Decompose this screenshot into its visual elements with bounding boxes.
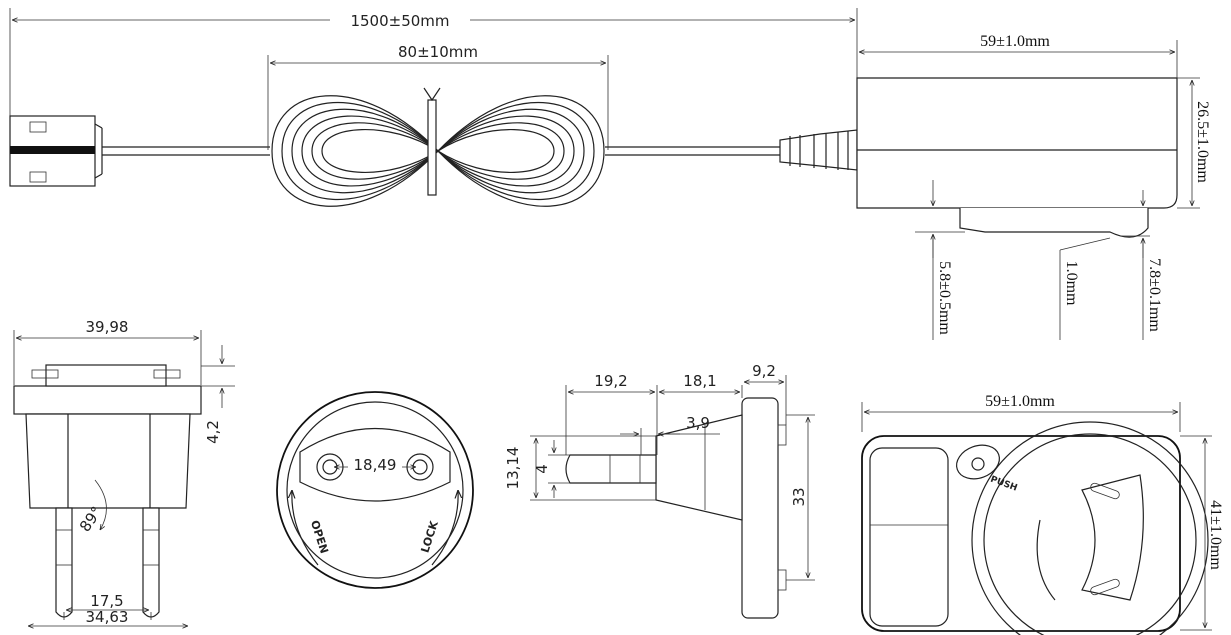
- cable: [102, 146, 780, 156]
- collar-length-label: 18,1: [683, 372, 716, 390]
- offset-b-label: 1.0mm: [1063, 261, 1080, 306]
- pin-spacing-label: 17,5: [90, 592, 123, 610]
- rear-width-label: 59±1.0mm: [985, 393, 1055, 410]
- plug-face: 18,49 OPEN LOCK: [276, 391, 474, 589]
- strain-relief: [779, 129, 858, 171]
- rear-view: 59±1.0mm PUSH 41±1.0mm: [861, 393, 1224, 635]
- front-step-label: 4,2: [204, 420, 222, 444]
- cable-coil: [271, 95, 605, 207]
- rear-height-label: 41±1.0mm: [1207, 500, 1224, 570]
- side-view: 19,2 18,1 9,2 3,9 13,14 4 33: [504, 362, 815, 619]
- coil-width-label: 80±10mm: [398, 43, 478, 61]
- offset-c-label: 7.8±0.1mm: [1146, 258, 1163, 332]
- body-height-label: 26.5±1.0mm: [1194, 101, 1211, 183]
- pin-height-label: 13,14: [504, 447, 522, 490]
- pin-dia-label: 4: [533, 464, 551, 474]
- top-view: 1500±50mm 80±10mm: [9, 8, 1211, 340]
- dc-connector: [9, 115, 103, 187]
- front-width-label: 39,98: [86, 318, 129, 336]
- cable-length-label: 1500±50mm: [350, 12, 449, 30]
- front-view: 39,98 4,2 89° 17,5 34,63: [13, 318, 235, 626]
- flange-height-label: 33: [790, 487, 808, 506]
- body-length-label: 59±1.0mm: [980, 33, 1050, 50]
- adapter-body-top: [856, 77, 1178, 238]
- cable-tie: [423, 87, 441, 196]
- pin-length-label: 19,2: [594, 372, 627, 390]
- flange-label: 9,2: [752, 362, 776, 380]
- pin-distance-label: 18,49: [354, 456, 397, 474]
- base-width-label: 34,63: [86, 608, 129, 626]
- shoulder-label: 3,9: [686, 414, 710, 432]
- lock-label: LOCK: [418, 519, 441, 554]
- offset-a-label: 5.8±0.5mm: [936, 261, 953, 335]
- open-label: OPEN: [308, 519, 331, 555]
